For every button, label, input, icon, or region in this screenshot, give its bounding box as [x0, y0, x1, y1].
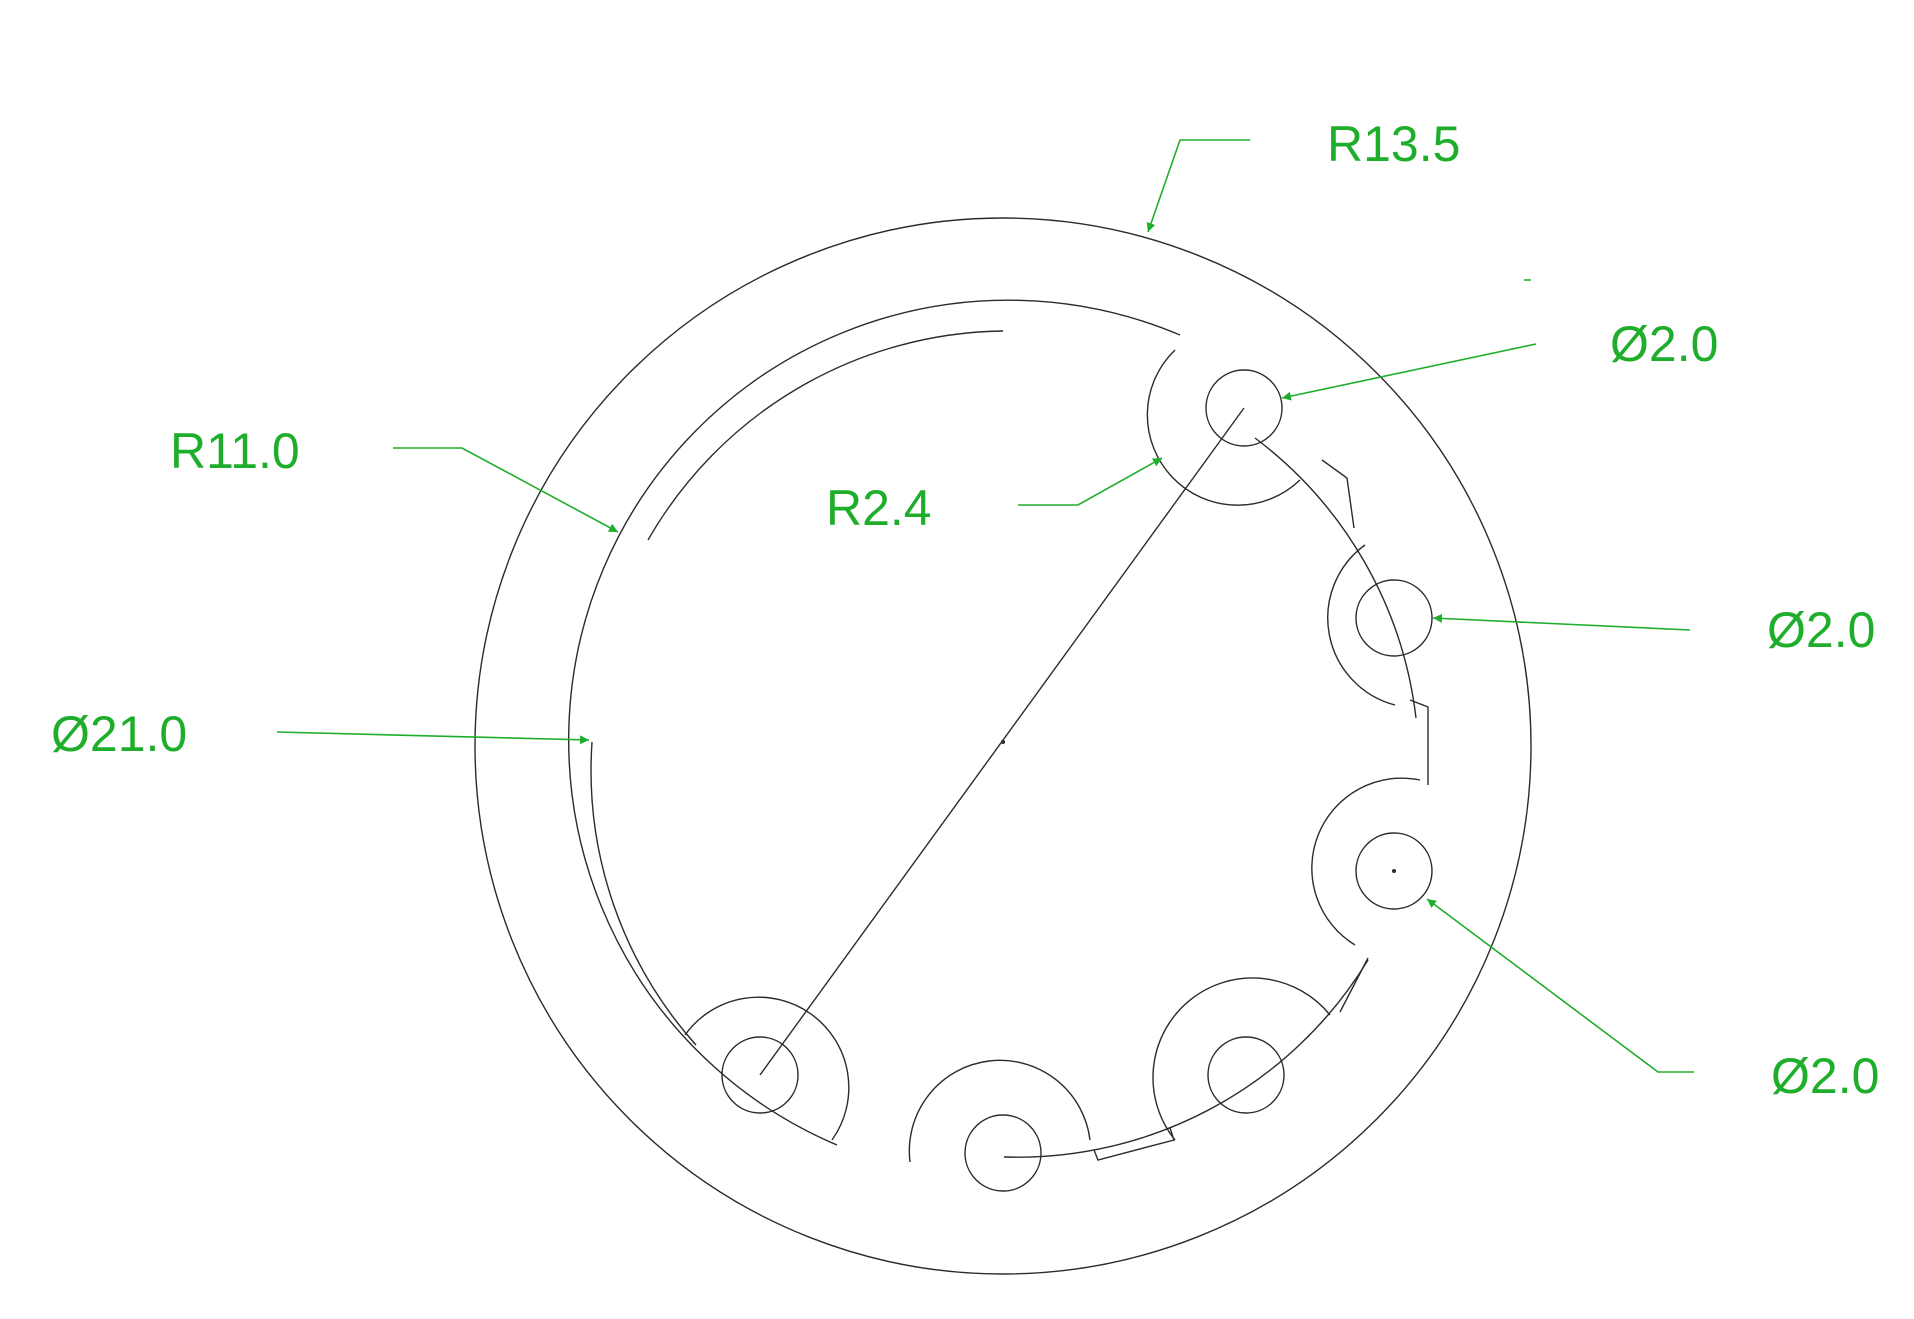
pocket-bottom-left [684, 996, 850, 1141]
hole-center-point [1392, 869, 1396, 873]
label-outer-radius: R13.5 [1327, 116, 1460, 172]
hole-bottom-right [1207, 1036, 1285, 1114]
inner-wall-slot-arc-left [590, 741, 697, 1046]
pocket-right-upper [1327, 544, 1396, 706]
rim-step-1 [1321, 459, 1355, 529]
label-inner-radius: R11.0 [170, 423, 300, 479]
inner-rim-arc [1254, 437, 1417, 719]
rim-step-4 [1093, 1127, 1175, 1161]
diameter-line [759, 407, 1245, 1076]
inner-wall-outer-arc [567, 299, 1181, 1146]
leader-pocket-radius [1018, 457, 1163, 506]
label-hole-top-right: Ø2.0 [1610, 316, 1718, 372]
pocket-right-lower [1311, 777, 1421, 946]
label-hole-right: Ø2.0 [1767, 602, 1875, 658]
outer-circle [474, 217, 1532, 1275]
leader-hole-top-right [1281, 343, 1537, 401]
label-inner-diameter: Ø21.0 [51, 706, 187, 762]
leader-outer-radius [1146, 139, 1250, 233]
hole-bottom [964, 1114, 1042, 1192]
leader-inner-radius [393, 447, 619, 533]
dimension-leaders [276, 139, 1694, 1073]
label-hole-lower-right: Ø2.0 [1771, 1048, 1879, 1104]
hole-top-right [1205, 369, 1283, 447]
lower-rim-arc [1003, 959, 1369, 1158]
label-pocket-radius: R2.4 [826, 480, 932, 536]
pocket-top-right [1146, 349, 1301, 506]
hole-lower-right [1355, 832, 1433, 910]
hole-bottom-left [721, 1036, 799, 1114]
leader-inner-diameter [276, 731, 590, 745]
dimension-labels: R13.5 Ø2.0 R11.0 R2.4 Ø2.0 Ø21.0 Ø2.0 [51, 116, 1879, 1104]
rim-step-2 [1409, 699, 1429, 785]
hole-right [1355, 579, 1433, 657]
inner-wall-slot-arc-top [647, 330, 1004, 541]
leader-hole-lower-right [1426, 898, 1694, 1073]
part-geometry [474, 217, 1532, 1275]
leader-hole-right [1432, 613, 1691, 631]
pocket-bottom-right [1152, 977, 1331, 1141]
rim-step-3 [1339, 957, 1369, 1013]
pocket-bottom [908, 1059, 1091, 1163]
